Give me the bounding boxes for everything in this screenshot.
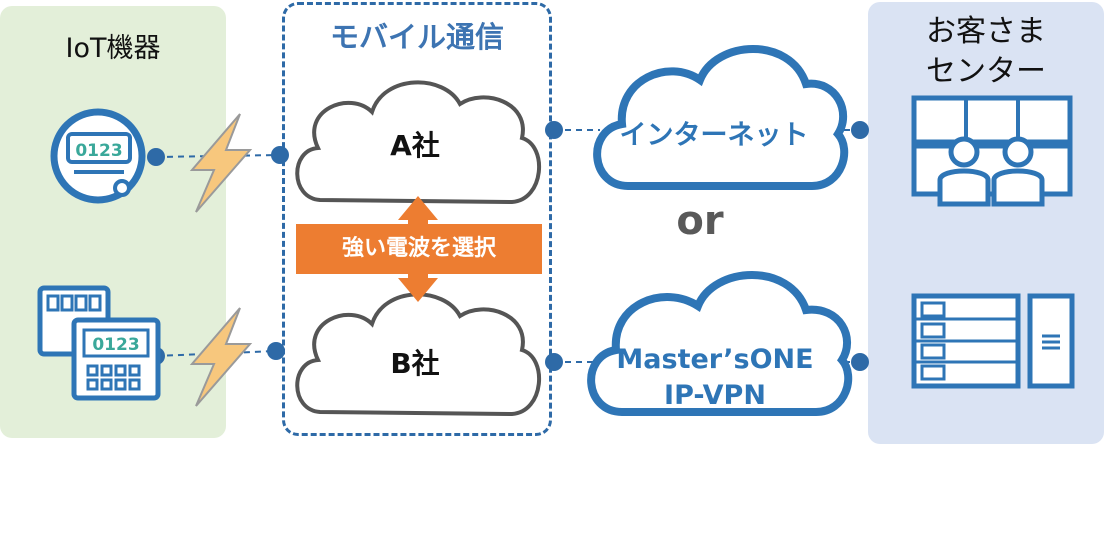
arrow-down-icon [398, 270, 438, 302]
vpn-label: Master’sONE IP-VPN [590, 342, 840, 414]
internet-label: インターネット [619, 120, 809, 151]
or-label: or [676, 198, 724, 244]
customer-center-label: お客さま センター [868, 12, 1104, 92]
customer-center-line2: センター [926, 54, 1046, 89]
meter-panel-icon [37, 285, 161, 401]
operators-icon [911, 95, 1073, 207]
cloud-internet-icon [593, 45, 849, 190]
vpn-label-line2: IP-VPN [664, 380, 766, 411]
customer-center-line1: お客さま [926, 14, 1046, 49]
meter-readout-2: 0123 [92, 335, 139, 355]
vpn-label-line1: Master’sONE [616, 344, 814, 375]
cloud-carrier-a [295, 80, 542, 205]
carrier-b-label: B社 [390, 347, 440, 380]
carrier-a-label: A社 [390, 129, 440, 162]
cloud-vpn-icon [587, 271, 853, 416]
lightning-icon [189, 113, 253, 213]
iot-devices-label: IoT機器 [65, 33, 161, 64]
mobile-communication-box [282, 2, 552, 436]
lightning-icon [189, 307, 253, 407]
select-strong-signal-band: 強い電波を選択 [296, 224, 542, 274]
arrow-up-icon [398, 196, 438, 228]
server-icon [911, 293, 1075, 389]
meter-readout-1: 0123 [75, 141, 122, 161]
mobile-communication-label: モバイル通信 [329, 20, 504, 54]
smart-meter-icon [50, 108, 146, 204]
